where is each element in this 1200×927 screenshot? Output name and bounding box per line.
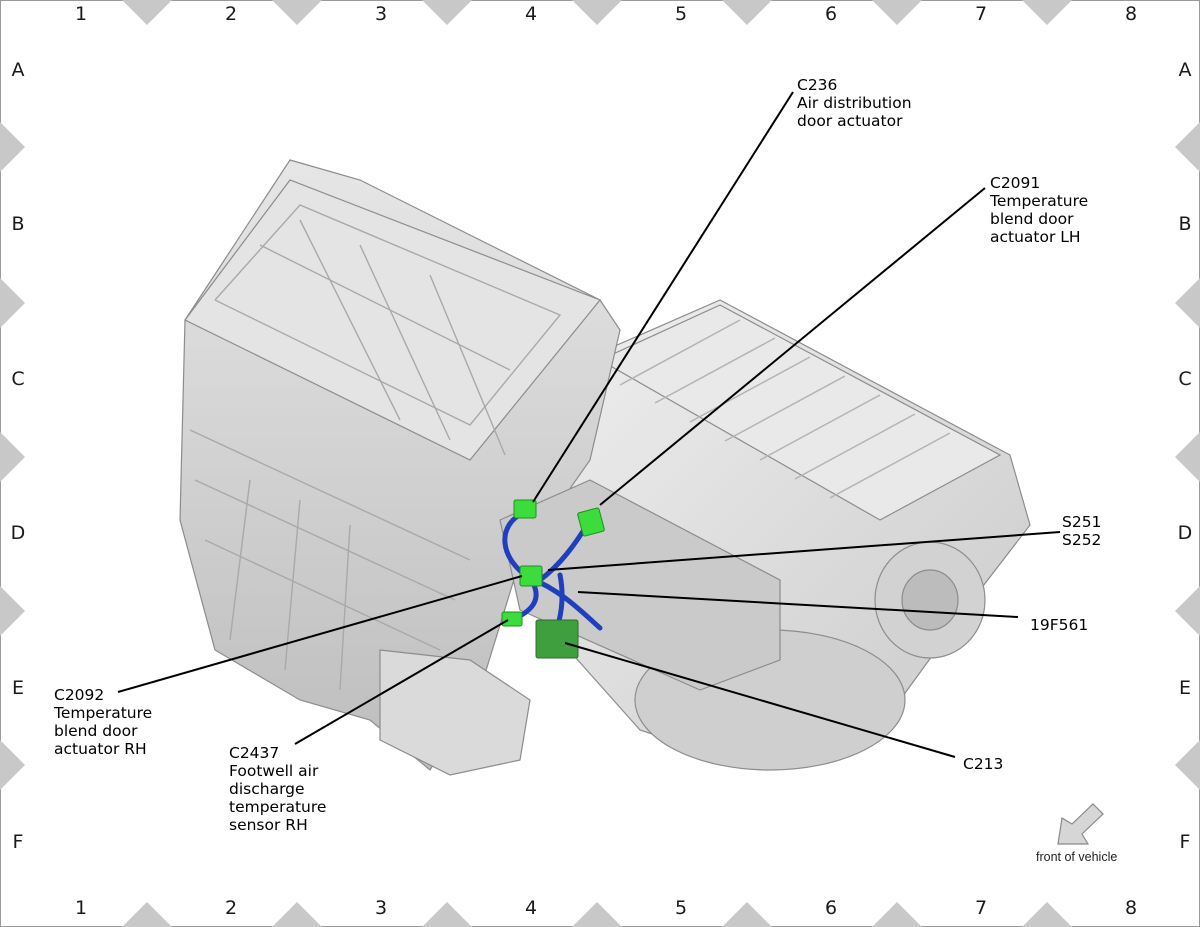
row-label-right: E	[1178, 677, 1191, 699]
grid-marker-bottom	[722, 902, 772, 927]
leader-19f561	[577, 591, 1019, 618]
row-label-left: D	[10, 522, 26, 544]
grid-marker-bottom	[272, 902, 322, 927]
grid-marker-bottom	[1022, 902, 1072, 927]
grid-marker-left	[0, 740, 25, 790]
leader-c236	[532, 91, 794, 503]
front-of-vehicle-label: front of vehicle	[1036, 850, 1118, 864]
column-label-top: 5	[674, 3, 688, 25]
grid-marker-right	[1175, 432, 1200, 482]
connector-c236	[513, 499, 537, 519]
leader-c213	[564, 642, 956, 758]
row-label-left: E	[11, 677, 24, 699]
callout-c2437: C2437 Footwell air discharge temperature…	[229, 744, 327, 834]
grid-marker-right	[1175, 278, 1200, 328]
column-label-top: 3	[374, 3, 388, 25]
row-label-left: B	[11, 213, 25, 235]
connector-c2092	[519, 565, 543, 587]
hvac-housing-illustration	[179, 159, 1031, 776]
row-label-left: F	[12, 831, 24, 853]
connectors	[501, 499, 605, 659]
row-label-right: F	[1179, 831, 1191, 853]
column-label-bottom: 2	[224, 897, 238, 919]
grid-marker-top	[872, 0, 922, 25]
grid-marker-top	[1022, 0, 1072, 25]
column-label-bottom: 5	[674, 897, 688, 919]
grid-marker-top	[422, 0, 472, 25]
connector-c2437	[501, 611, 523, 627]
callout-c213: C213	[963, 755, 1004, 773]
top-ribs	[214, 204, 562, 456]
grid-marker-bottom	[422, 902, 472, 927]
leader-c2092	[117, 575, 523, 693]
right-housing-top-grille	[598, 304, 1002, 521]
center-channel	[499, 479, 781, 691]
grid-marker-top	[272, 0, 322, 25]
side-ribs	[189, 429, 471, 691]
row-label-right: B	[1178, 213, 1192, 235]
row-label-right: C	[1178, 368, 1192, 390]
column-label-bottom: 4	[524, 897, 538, 919]
grid-marker-left	[0, 278, 25, 328]
grid-marker-right	[1175, 122, 1200, 172]
grid-marker-left	[0, 586, 25, 636]
row-label-left: A	[11, 59, 25, 81]
callout-c236: C236 Air distribution door actuator	[797, 76, 912, 130]
column-label-top: 8	[1124, 3, 1138, 25]
leader-lines	[117, 91, 1061, 758]
column-label-top: 2	[224, 3, 238, 25]
column-label-bottom: 1	[74, 897, 88, 919]
grid-marker-bottom	[872, 902, 922, 927]
grid-marker-top	[572, 0, 622, 25]
connector-c213	[535, 619, 579, 659]
grid-marker-bottom	[572, 902, 622, 927]
grid-marker-left	[0, 122, 25, 172]
callout-c2092: C2092 Temperature blend door actuator RH	[54, 686, 153, 758]
callout-c2091: C2091 Temperature blend door actuator LH	[990, 174, 1089, 246]
leader-s251	[547, 531, 1061, 571]
grid-marker-right	[1175, 740, 1200, 790]
blower-motor-hub	[901, 569, 959, 631]
column-label-bottom: 6	[824, 897, 838, 919]
row-label-left: C	[11, 368, 25, 390]
grid-marker-top	[722, 0, 772, 25]
column-label-top: 1	[74, 3, 88, 25]
row-label-right: A	[1178, 59, 1192, 81]
callout-19f561: 19F561	[1030, 616, 1089, 634]
row-label-right: D	[1177, 522, 1193, 544]
grid-marker-bottom	[122, 902, 172, 927]
column-label-top: 6	[824, 3, 838, 25]
column-label-bottom: 7	[974, 897, 988, 919]
grid-marker-left	[0, 432, 25, 482]
left-housing-top	[184, 179, 601, 461]
footwell-duct	[379, 649, 531, 776]
column-label-top: 4	[524, 3, 538, 25]
grid-marker-right	[1175, 586, 1200, 636]
connector-c2091	[577, 507, 605, 537]
grid-marker-top	[122, 0, 172, 25]
column-label-bottom: 8	[1124, 897, 1138, 919]
leader-c2437	[294, 619, 509, 745]
callout-s251-s252: S251 S252	[1062, 513, 1102, 549]
grille-ribs	[619, 319, 951, 499]
column-label-bottom: 3	[374, 897, 388, 919]
column-label-top: 7	[974, 3, 988, 25]
leader-c2091	[599, 187, 986, 506]
front-of-vehicle-arrow-icon	[1057, 803, 1104, 845]
